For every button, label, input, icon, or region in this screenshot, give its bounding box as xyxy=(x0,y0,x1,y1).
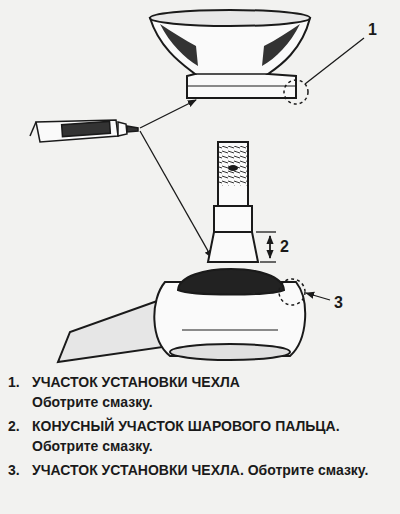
item-number: 2. xyxy=(8,416,20,436)
list-item: 3. УЧАСТОК УСТАНОВКИ ЧЕХЛА. Оботрите смаз… xyxy=(8,460,392,480)
list-item: 2. КОНУСНЫЙ УЧАСТОК ШАРОВОГО ПАЛЬЦА. Обот… xyxy=(8,416,392,456)
spacer xyxy=(244,462,248,478)
boot-seat-mark xyxy=(279,279,305,305)
boot-seat-mark xyxy=(284,80,308,104)
list-item: 1. УЧАСТОК УСТАНОВКИ ЧЕХЛА Оботрите смазк… xyxy=(8,372,392,412)
item-number: 3. xyxy=(8,460,20,480)
grease-tube xyxy=(30,120,138,142)
apply-arrow xyxy=(140,100,196,128)
ball-joint xyxy=(58,142,305,362)
instruction: Оботрите смазку. xyxy=(248,462,369,478)
leader-line xyxy=(305,38,364,84)
part-name: УЧАСТОК УСТАНОВКИ ЧЕХЛА. xyxy=(32,462,244,478)
instruction: Оботрите смазку. xyxy=(32,438,153,454)
dimension-marker xyxy=(256,232,276,262)
part-name: УЧАСТОК УСТАНОВКИ ЧЕХЛА xyxy=(32,374,240,390)
callout-number: 3 xyxy=(334,295,343,311)
item-body: УЧАСТОК УСТАНОВКИ ЧЕХЛА Оботрите смазку. xyxy=(32,372,392,412)
leader-line xyxy=(306,293,330,300)
item-number: 1. xyxy=(8,372,20,392)
callout-number: 1 xyxy=(368,22,377,38)
item-body: УЧАСТОК УСТАНОВКИ ЧЕХЛА. Оботрите смазку… xyxy=(32,460,392,480)
part-name: КОНУСНЫЙ УЧАСТОК ШАРОВОГО ПАЛЬЦА. xyxy=(32,418,340,434)
item-body: КОНУСНЫЙ УЧАСТОК ШАРОВОГО ПАЛЬЦА. Оботри… xyxy=(32,416,392,456)
instruction: Оботрите смазку. xyxy=(32,392,392,412)
apply-arrow xyxy=(140,131,212,258)
callout-number: 2 xyxy=(280,239,289,255)
